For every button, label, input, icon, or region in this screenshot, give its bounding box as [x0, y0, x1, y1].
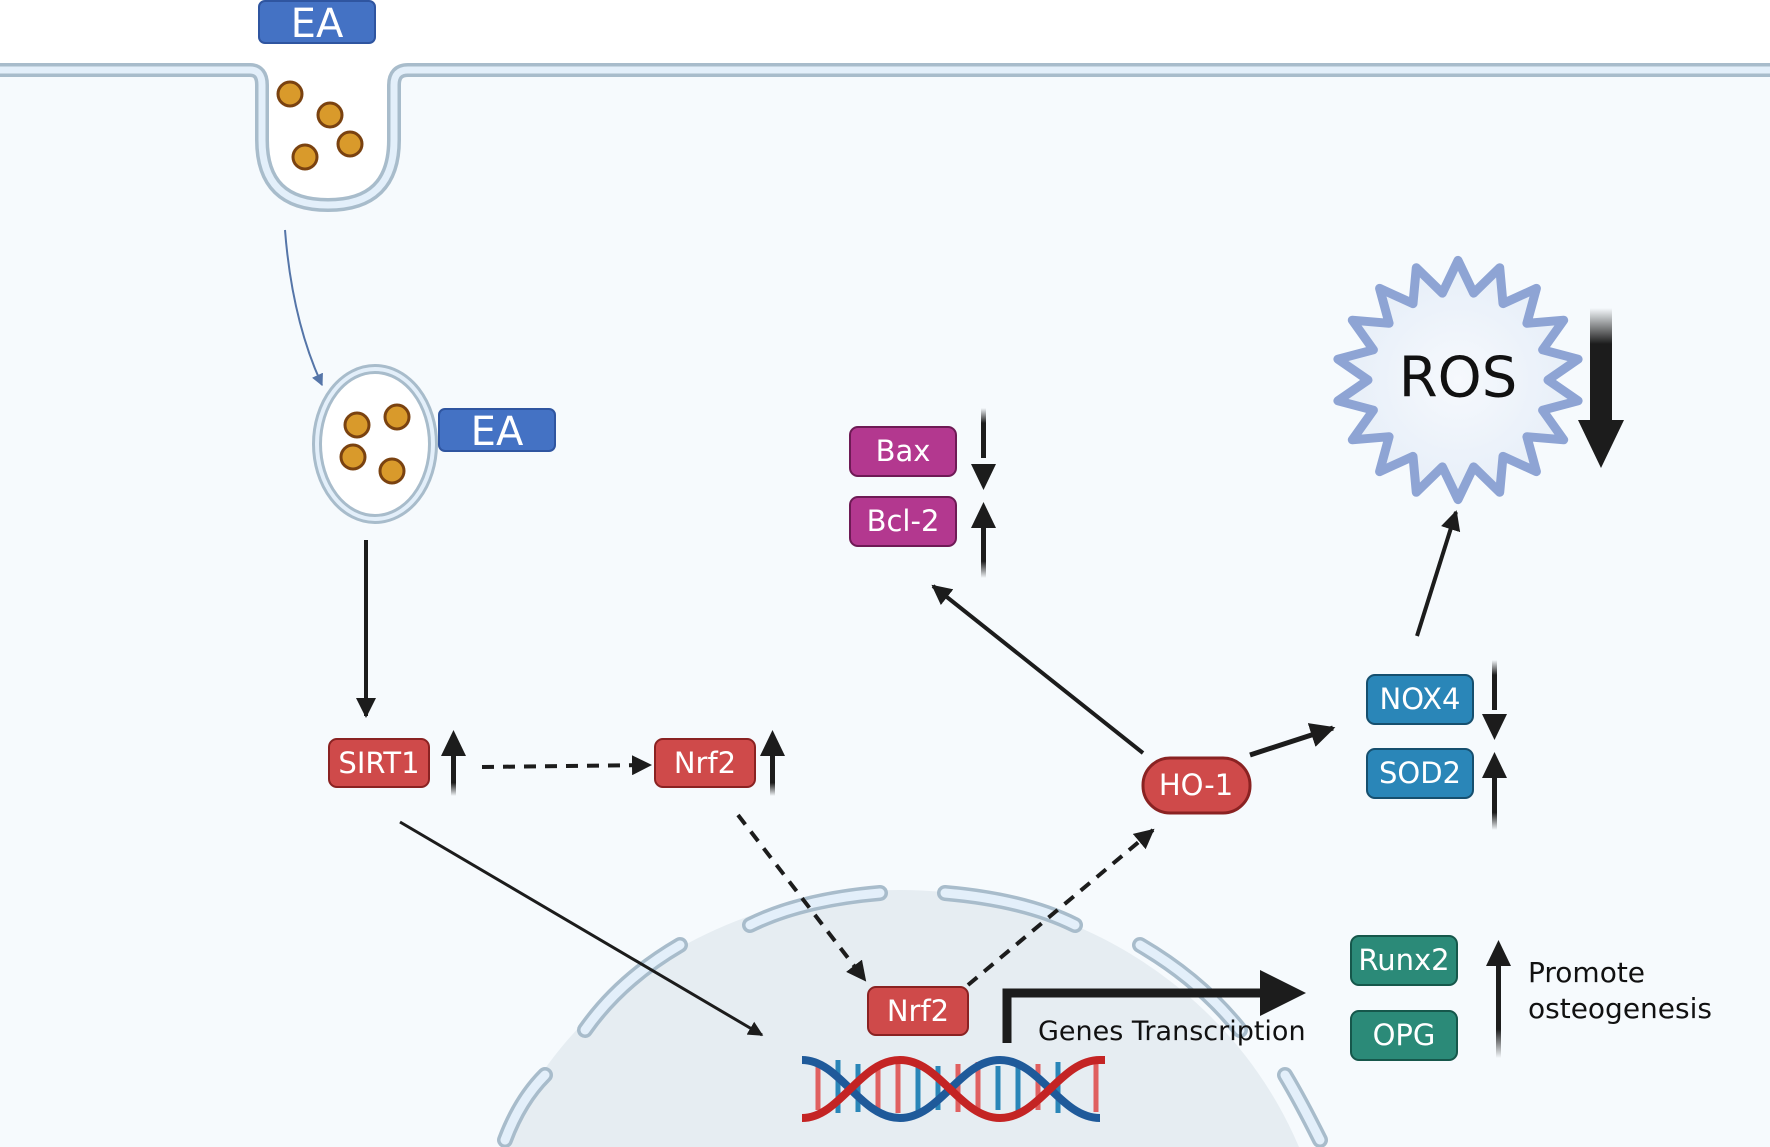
ho1-node: HO-1: [1141, 756, 1252, 815]
outcome-line-2: osteogenesis: [1528, 992, 1712, 1025]
svg-text:Bcl-2: Bcl-2: [867, 504, 940, 538]
osteogenesis-up-arrow-icon: [1486, 940, 1511, 1058]
ea-particles-membrane: [276, 80, 364, 171]
outcome-line-1: Promote: [1528, 956, 1645, 989]
ros-label: ROS: [1399, 346, 1518, 411]
ros-down-arrow-icon: [1578, 308, 1624, 468]
opg-node: OPG: [1350, 1010, 1458, 1061]
sod2-up-arrow-icon: [1482, 752, 1507, 830]
ea-label-text: EA: [291, 1, 344, 47]
cytoplasm: [0, 70, 1770, 1147]
nrf2-translocation-dashed-arrow: [736, 813, 867, 982]
bax-node: Bax: [849, 426, 957, 477]
ros-starburst-icon: ROS: [1333, 255, 1583, 505]
svg-text:OPG: OPG: [1373, 1018, 1436, 1052]
ea-label-outside: EA: [258, 0, 376, 47]
svg-text:Runx2: Runx2: [1358, 943, 1449, 977]
transcription-label: Genes Transcription: [1038, 1016, 1306, 1047]
sirt1-to-nrf2-dashed-arrow: [481, 755, 652, 776]
ho1-to-apoptosis-arrow: [931, 584, 1145, 755]
bax-down-arrow-icon: [971, 408, 996, 490]
nrf2-cytoplasm-node: Nrf2: [654, 738, 756, 788]
sod2-node: SOD2: [1366, 748, 1474, 799]
nox4-node: NOX4: [1366, 674, 1474, 725]
endocytosis-arrow: [284, 229, 323, 387]
svg-text:Bax: Bax: [876, 434, 931, 468]
nox4-down-arrow-icon: [1482, 660, 1507, 740]
svg-text:Nrf2: Nrf2: [887, 994, 949, 1028]
nrf2-up-arrow-icon: [760, 730, 785, 796]
ea-vesicle: [312, 364, 438, 524]
svg-text:Nrf2: Nrf2: [674, 746, 736, 780]
ho1-to-oxidative-arrow: [1249, 723, 1336, 758]
svg-text:SOD2: SOD2: [1379, 756, 1461, 790]
svg-text:SIRT1: SIRT1: [338, 746, 419, 780]
svg-text:NOX4: NOX4: [1380, 682, 1461, 716]
sirt1-node: SIRT1: [328, 738, 430, 788]
sirt1-to-nucleus-arrow: [399, 820, 764, 1037]
svg-text:HO-1: HO-1: [1159, 768, 1233, 802]
transcription-arrow: [1002, 970, 1306, 1043]
sirt1-up-arrow-icon: [441, 730, 466, 796]
nox4-to-ros-arrow: [1415, 510, 1461, 637]
dna-helix-icon: [801, 1055, 1105, 1123]
runx2-node: Runx2: [1350, 935, 1458, 986]
svg-text:EA: EA: [471, 409, 524, 455]
nrf2-nucleus-node: Nrf2: [867, 986, 969, 1036]
ea-label-vesicle: EA: [438, 408, 556, 455]
bcl2-node: Bcl-2: [849, 496, 957, 547]
bcl2-up-arrow-icon: [971, 502, 996, 578]
